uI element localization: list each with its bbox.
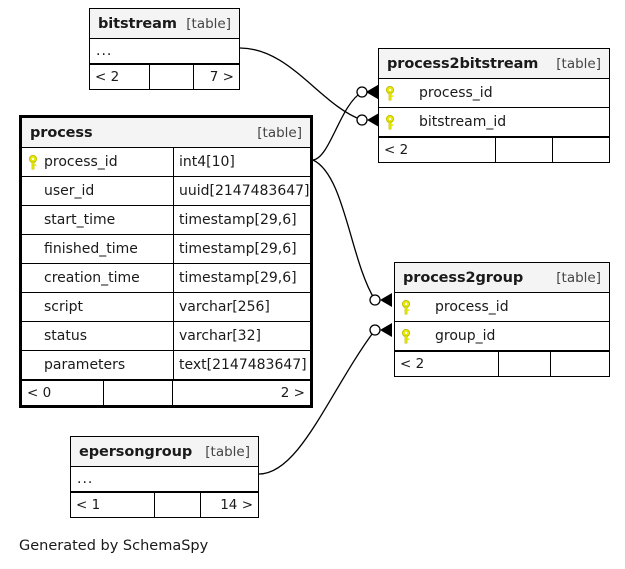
- footer-middle: [499, 352, 551, 376]
- table-process2bitstream-name: process2bitstream: [387, 55, 539, 72]
- table-process-footer: < 0 2 >: [22, 380, 310, 405]
- table-process2bitstream-footer: < 2: [379, 137, 609, 162]
- table-bitstream-tag: [table]: [186, 15, 231, 32]
- table-row[interactable]: start_time timestamp[29,6]: [22, 206, 310, 235]
- table-process2bitstream[interactable]: process2bitstream [table] process_id: [378, 48, 610, 163]
- table-row[interactable]: script varchar[256]: [22, 293, 310, 322]
- generated-by-note: Generated by SchemaSpy: [19, 538, 209, 554]
- table-process[interactable]: process [table] process_id int4[10] u: [19, 115, 313, 408]
- table-row[interactable]: finished_time timestamp[29,6]: [22, 235, 310, 264]
- table-epersongroup-name: epersongroup: [79, 443, 193, 460]
- column-name: user_id: [44, 183, 95, 199]
- footer-middle: [104, 381, 173, 405]
- column-type: timestamp[29,6]: [173, 264, 310, 292]
- footer-right: [553, 138, 609, 162]
- key-icon: [379, 114, 401, 130]
- footer-left: < 1: [71, 493, 155, 517]
- footer-right: 7 >: [209, 69, 234, 85]
- table-process-header: process [table]: [22, 118, 310, 148]
- table-row[interactable]: group_id: [395, 322, 609, 351]
- table-process2group[interactable]: process2group [table] process_id: [394, 262, 610, 377]
- footer-right: [551, 352, 609, 376]
- table-epersongroup-tag: [table]: [205, 443, 250, 460]
- footer-right: 2 >: [280, 385, 305, 401]
- column-name: start_time: [44, 212, 116, 228]
- footer-left: < 0: [22, 381, 104, 405]
- column-name: bitstream_id: [419, 114, 507, 130]
- column-name: process_id: [44, 154, 118, 170]
- column-type: uuid[2147483647]: [173, 177, 310, 205]
- column-name: status: [44, 328, 88, 344]
- edge-process-to-process2bitstream: [312, 91, 363, 161]
- column-type: int4[10]: [173, 148, 310, 176]
- key-icon: [379, 85, 401, 101]
- column-name: parameters: [44, 357, 126, 373]
- table-row[interactable]: process_id: [395, 293, 609, 322]
- column-type: timestamp[29,6]: [173, 206, 310, 234]
- column-name: process_id: [419, 85, 493, 101]
- table-epersongroup-header: epersongroup [table]: [71, 437, 258, 467]
- table-row[interactable]: status varchar[32]: [22, 322, 310, 351]
- table-row[interactable]: process_id int4[10]: [22, 148, 310, 177]
- ellipsis-label: ...: [96, 43, 113, 59]
- table-bitstream-footer: < 2 7 >: [90, 64, 239, 89]
- table-epersongroup-footer: < 1 14 >: [71, 492, 258, 517]
- table-process2group-name: process2group: [403, 269, 524, 286]
- footer-left: < 2: [395, 352, 499, 376]
- table-epersongroup[interactable]: epersongroup [table] ... < 1 14 >: [70, 436, 259, 518]
- column-type: varchar[32]: [173, 322, 310, 350]
- table-row[interactable]: process_id: [379, 79, 609, 108]
- column-name: script: [44, 299, 84, 315]
- table-bitstream[interactable]: bitstream [table] ... < 2 7 >: [89, 8, 240, 90]
- edge-process-to-process2group: [312, 159, 376, 301]
- table-process2bitstream-header: process2bitstream [table]: [379, 49, 609, 79]
- footer-middle: [496, 138, 553, 162]
- table-row[interactable]: creation_time timestamp[29,6]: [22, 264, 310, 293]
- table-process2group-footer: < 2: [395, 351, 609, 376]
- table-process2bitstream-tag: [table]: [556, 55, 601, 72]
- table-bitstream-row-ellipsis: ...: [90, 39, 239, 64]
- table-epersongroup-row-ellipsis: ...: [71, 467, 258, 492]
- table-process2group-header: process2group [table]: [395, 263, 609, 293]
- table-bitstream-header: bitstream [table]: [90, 9, 239, 39]
- column-name: creation_time: [44, 270, 140, 286]
- table-process-name: process: [30, 124, 93, 141]
- column-type: text[2147483647]: [173, 351, 310, 379]
- footer-left: < 2: [90, 65, 150, 89]
- key-icon: [22, 154, 44, 170]
- table-process-tag: [table]: [257, 124, 302, 141]
- column-name: finished_time: [44, 241, 138, 257]
- column-name: group_id: [435, 328, 496, 344]
- footer-left: < 2: [379, 138, 496, 162]
- table-row[interactable]: bitstream_id: [379, 108, 609, 137]
- table-process2group-tag: [table]: [556, 269, 601, 286]
- edge-bitstream-to-process2bitstream: [239, 47, 363, 121]
- table-row[interactable]: parameters text[2147483647]: [22, 351, 310, 380]
- footer-right: 14 >: [220, 497, 253, 513]
- footer-middle: [155, 493, 201, 517]
- table-row[interactable]: user_id uuid[2147483647]: [22, 177, 310, 206]
- column-type: timestamp[29,6]: [173, 235, 310, 263]
- column-name: process_id: [435, 299, 509, 315]
- column-type: varchar[256]: [173, 293, 310, 321]
- ellipsis-label: ...: [77, 471, 94, 487]
- table-bitstream-name: bitstream: [98, 15, 177, 32]
- key-icon: [395, 328, 417, 344]
- footer-middle: [150, 65, 194, 89]
- key-icon: [395, 299, 417, 315]
